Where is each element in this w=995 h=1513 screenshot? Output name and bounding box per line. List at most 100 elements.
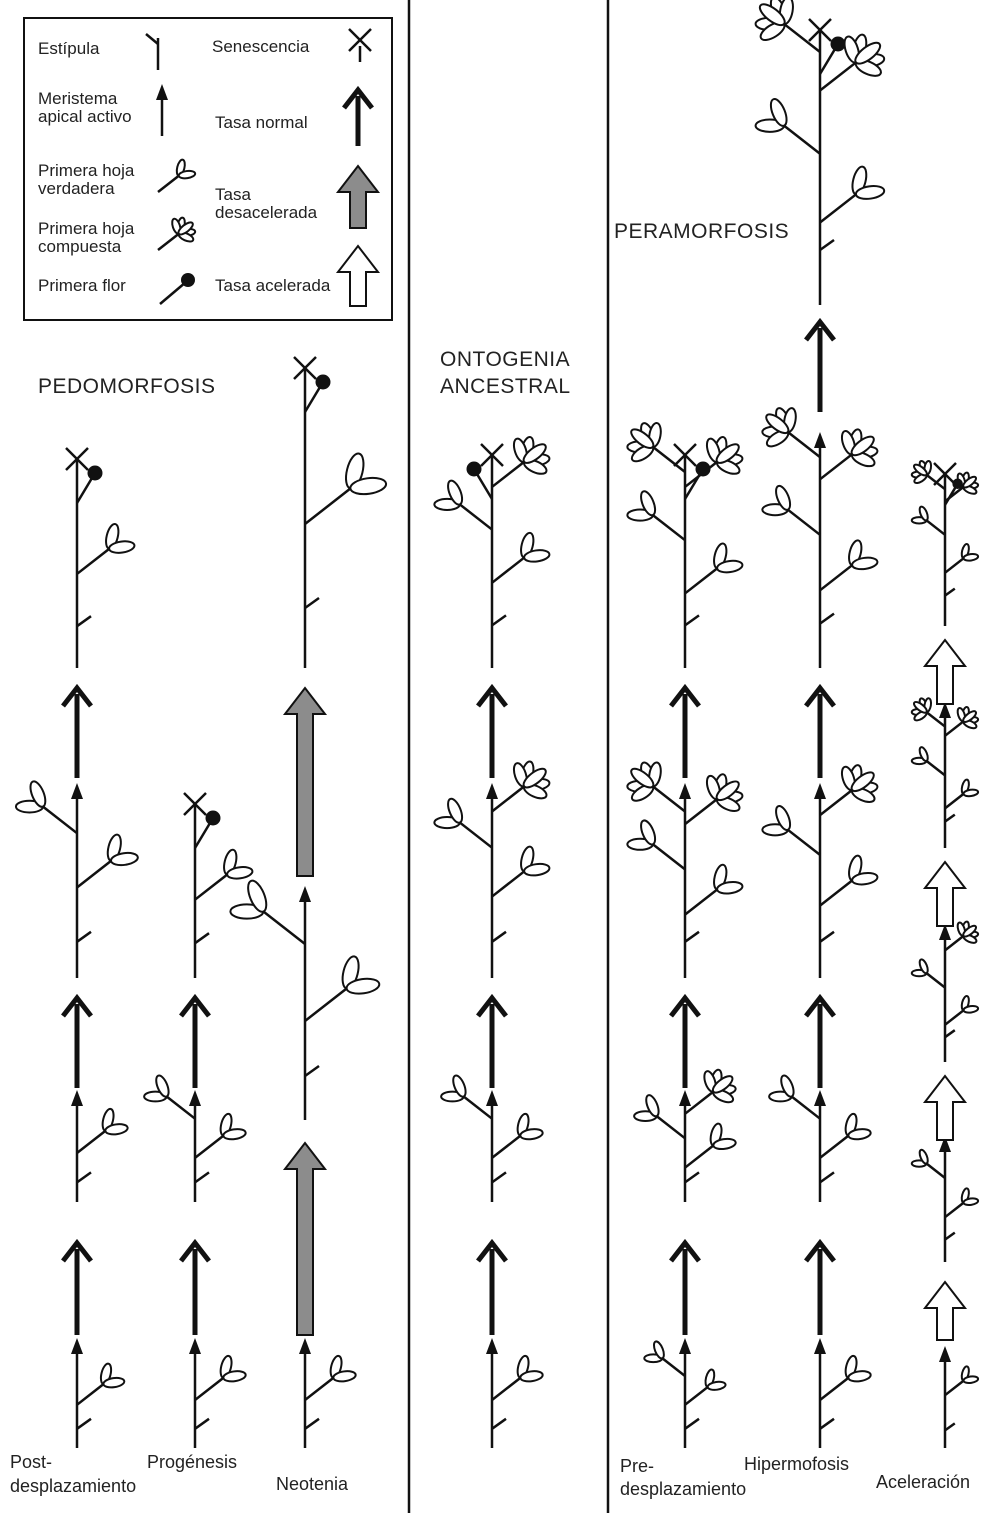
leaflet <box>962 710 978 723</box>
leaflet <box>962 1197 980 1207</box>
leaf-petiole <box>783 124 821 155</box>
leaflet <box>912 700 928 714</box>
normal-rate-arrowhead <box>669 993 701 1018</box>
leaf-petiole <box>491 785 525 813</box>
leaf-petiole <box>491 1376 522 1401</box>
active-meristem-icon <box>71 783 83 799</box>
stipule-icon <box>944 813 956 823</box>
stipule-icon <box>304 1417 320 1430</box>
normal-rate-arrowhead <box>804 1238 836 1263</box>
rate-arrows <box>61 85 968 1341</box>
active-meristem-icon <box>679 783 691 799</box>
senescence-icon <box>673 443 697 467</box>
plant-stage <box>183 792 254 978</box>
senescence-icon <box>480 443 504 467</box>
leaflet <box>640 819 657 846</box>
stipule-icon <box>819 612 835 625</box>
leaf-petiole <box>42 805 78 835</box>
leaf-petiole <box>684 798 718 826</box>
stipule-icon <box>194 1417 210 1430</box>
leaf-petiole <box>684 1090 715 1115</box>
legend-first-leaf-label-2: verdadera <box>38 179 115 198</box>
label-pre-displacement-2: desplazamiento <box>620 1479 746 1499</box>
leaf-petiole <box>652 785 686 813</box>
decelerated-rate-arrow <box>335 164 381 229</box>
active-meristem-icon <box>486 783 498 799</box>
leaf-petiole <box>925 972 946 989</box>
peramorphosis-title: PERAMORFOSIS <box>614 220 789 243</box>
stipule-icon <box>304 596 320 610</box>
leaflet <box>104 1123 129 1136</box>
plant-stage <box>189 1338 247 1448</box>
leaflet <box>222 1370 247 1383</box>
leaflet <box>108 540 136 554</box>
leaflet <box>918 746 929 763</box>
leaflet <box>226 866 254 880</box>
leaflet <box>962 1004 980 1014</box>
plant-stage <box>229 879 381 1120</box>
leaflet <box>780 1074 795 1098</box>
plant-stage <box>143 1074 247 1202</box>
active-meristem-icon <box>486 1090 498 1106</box>
leaflet <box>29 780 47 808</box>
active-meristem-icon <box>299 1338 311 1354</box>
accelerated-rate-arrow <box>335 244 381 307</box>
first-flower-icon <box>205 810 221 826</box>
label-pre-displacement-1: Pre- <box>620 1456 654 1476</box>
stipule-icon <box>304 1064 320 1078</box>
leaf-petiole <box>944 1009 965 1026</box>
decelerated-rate-arrow <box>282 1141 328 1336</box>
plant-stage <box>486 1338 544 1448</box>
leaf-petiole <box>304 987 348 1022</box>
plant-stage <box>633 1068 737 1202</box>
normal-rate-arrowhead <box>804 317 836 342</box>
normal-rate-arrowhead <box>61 1238 93 1263</box>
stipule-icon <box>194 932 210 945</box>
label-post-displacement-1: Post- <box>10 1452 52 1472</box>
plant-stage <box>910 697 980 848</box>
leaflet <box>349 476 388 496</box>
active-meristem-icon <box>71 1338 83 1354</box>
leaf-petiole <box>652 514 686 542</box>
leaflet <box>758 3 786 27</box>
leaf-petiole <box>787 828 821 856</box>
legend-icons <box>145 28 372 305</box>
leaflet <box>716 559 744 574</box>
leaf-petiole <box>491 460 525 488</box>
stipule-icon <box>944 1029 956 1039</box>
active-meristem-icon <box>299 886 311 902</box>
first-flower-icon <box>87 465 103 481</box>
leaflet <box>155 1074 170 1098</box>
leaf-petiole <box>655 1115 686 1140</box>
senescence-icon <box>183 792 207 816</box>
normal-rate-arrowhead <box>669 683 701 708</box>
leaflet <box>962 788 980 798</box>
leaf-petiole <box>684 1144 715 1169</box>
leaflet <box>711 1075 734 1094</box>
leaflet <box>912 463 928 477</box>
legend-compound-leaf-label-2: compuesta <box>38 237 122 256</box>
plant-stage <box>433 760 551 978</box>
leaflet <box>918 958 929 975</box>
leaflet <box>715 443 740 464</box>
leaf-petiole <box>783 22 821 53</box>
leaf-petiole <box>194 1376 225 1401</box>
first-flower-icon <box>466 461 482 477</box>
plant-stage <box>14 780 139 978</box>
leaflet <box>447 479 464 506</box>
legend-compound-leaf-label-1: Primera hoja <box>38 219 135 238</box>
leaf-petiole <box>944 1201 965 1219</box>
leaf-petiole <box>459 821 493 849</box>
senescence-icon <box>348 28 372 52</box>
leaf-petiole <box>684 567 718 595</box>
stipule-icon <box>491 930 507 943</box>
label-post-displacement-2: desplazamiento <box>10 1476 136 1496</box>
plant-stage <box>754 0 886 305</box>
leaf-petiole <box>819 879 853 907</box>
leaf-petiole <box>491 556 525 584</box>
stipule-icon <box>76 930 92 943</box>
stipule-icon <box>684 1417 700 1430</box>
accelerated-rate-arrow <box>922 1280 968 1341</box>
stipule-icon <box>819 930 835 943</box>
leaf-petiole <box>459 503 493 531</box>
